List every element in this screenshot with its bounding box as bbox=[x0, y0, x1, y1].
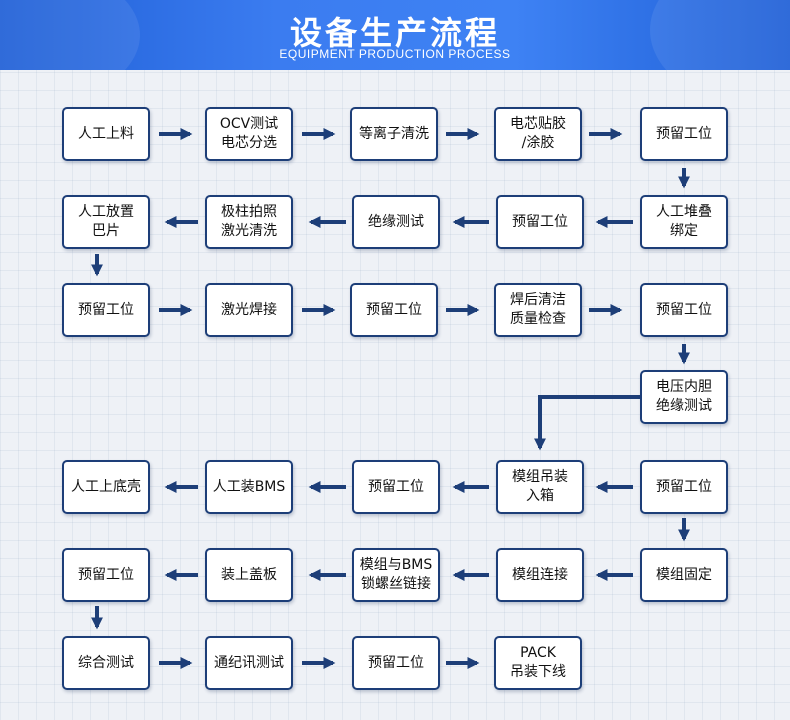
step-module-bms-screw: 模组与BMS 锁螺丝链接 bbox=[352, 548, 440, 602]
step-plasma-cleaning: 等离子清洗 bbox=[350, 107, 438, 161]
step-reserved-3: 预留工位 bbox=[62, 283, 150, 337]
step-comprehensive-test: 综合测试 bbox=[62, 636, 150, 690]
step-manual-busbar: 人工放置 巴片 bbox=[62, 195, 150, 249]
step-laser-welding: 激光焊接 bbox=[205, 283, 293, 337]
step-communication-test: 通纪讯测试 bbox=[205, 636, 293, 690]
step-reserved-8: 预留工位 bbox=[352, 636, 440, 690]
arrow-16 bbox=[534, 395, 640, 451]
step-module-fixing: 模组固定 bbox=[640, 548, 728, 602]
header-banner: 设备生产流程 EQUIPMENT PRODUCTION PROCESS bbox=[0, 0, 790, 70]
step-cell-taping: 电芯贴胶 /涂胶 bbox=[494, 107, 582, 161]
step-post-weld-check: 焊后清洁 质量检查 bbox=[494, 283, 582, 337]
step-reserved-4: 预留工位 bbox=[350, 283, 438, 337]
step-reserved-6b: 预留工位 bbox=[352, 460, 440, 514]
step-ocv-test: OCV测试 电芯分选 bbox=[205, 107, 293, 161]
step-install-bms: 人工装BMS bbox=[205, 460, 293, 514]
step-pack-offline: PACK 吊装下线 bbox=[494, 636, 582, 690]
step-reserved-1: 预留工位 bbox=[640, 107, 728, 161]
step-pole-photo-laser-clean: 极柱拍照 激光清洗 bbox=[205, 195, 293, 249]
step-manual-stacking: 人工堆叠 绑定 bbox=[640, 195, 728, 249]
step-install-bottom-shell: 人工上底壳 bbox=[62, 460, 150, 514]
step-reserved-6: 预留工位 bbox=[640, 460, 728, 514]
step-module-connection: 模组连接 bbox=[496, 548, 584, 602]
step-reserved-2: 预留工位 bbox=[496, 195, 584, 249]
step-insulation-test: 绝缘测试 bbox=[352, 195, 440, 249]
step-install-cover: 装上盖板 bbox=[205, 548, 293, 602]
step-manual-loading: 人工上料 bbox=[62, 107, 150, 161]
step-reserved-5: 预留工位 bbox=[640, 283, 728, 337]
step-voltage-insulation-test: 电压内胆 绝缘测试 bbox=[640, 370, 728, 424]
page-subtitle: EQUIPMENT PRODUCTION PROCESS bbox=[279, 47, 511, 61]
step-reserved-7: 预留工位 bbox=[62, 548, 150, 602]
page-title: 设备生产流程 bbox=[289, 14, 500, 52]
step-module-hoisting: 模组吊装 入箱 bbox=[496, 460, 584, 514]
